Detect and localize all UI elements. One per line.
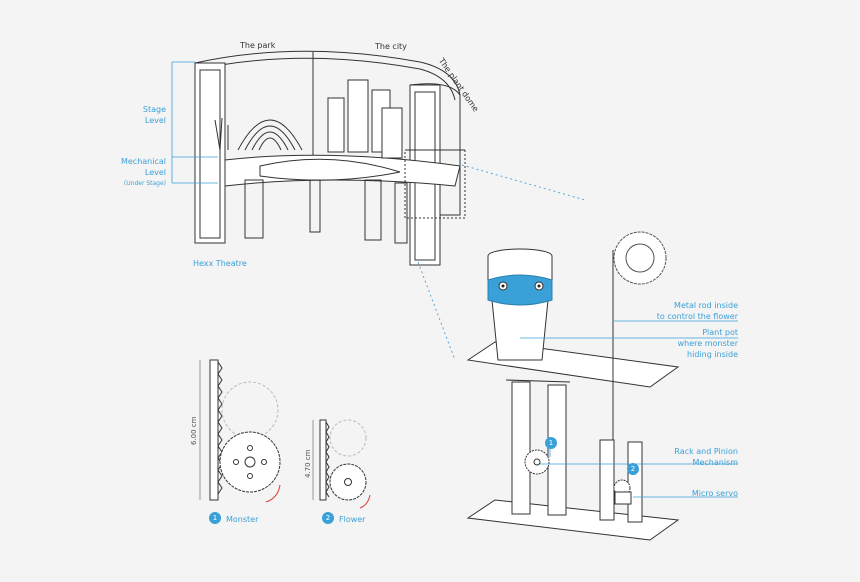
monster-gear-diagram — [199, 359, 281, 503]
mechanism-badge-1: 1 — [545, 437, 557, 449]
flower-gear-diagram — [312, 419, 371, 509]
flower-dimension: 4.70 cm — [304, 449, 312, 478]
theatre-illustration — [194, 50, 466, 266]
park-label: The park — [240, 41, 276, 50]
mechanism-illustration — [466, 231, 680, 541]
monster-label: Monster — [226, 515, 259, 524]
monster-badge: 1 — [209, 512, 221, 524]
micro-servo-callout: Micro servo — [691, 489, 738, 498]
mechanism-badge-2: 2 — [627, 463, 639, 475]
flower-label: Flower — [339, 515, 366, 524]
city-label: The city — [375, 42, 407, 51]
theatre-title: Hexx Theatre — [193, 259, 247, 268]
monster-dimension: 6.00 cm — [190, 416, 198, 445]
flower-badge: 2 — [322, 512, 334, 524]
